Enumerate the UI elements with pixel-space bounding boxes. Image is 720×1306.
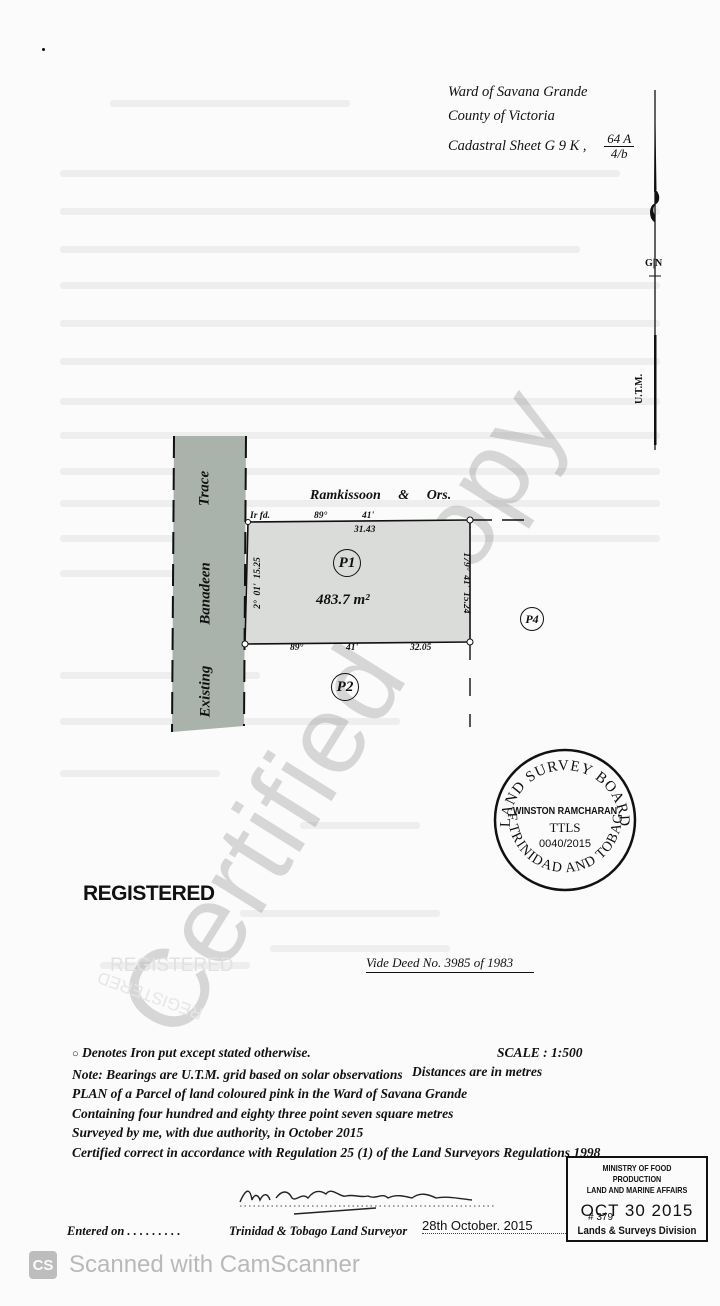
note-iron-pin-row: ○ Denotes Iron put except stated otherwi… <box>72 1043 600 1065</box>
note-iron-pin: Denotes Iron put except stated otherwise… <box>82 1045 311 1060</box>
bottom-bearing-degrees: 89° <box>290 643 304 653</box>
ministry-stamp-division: Lands & Surveys Division <box>577 1225 697 1237</box>
note-containing: Containing four hundred and eighty three… <box>72 1105 454 1121</box>
note-bearings: Note: Bearings are U.T.M. grid based on … <box>72 1066 403 1082</box>
note-certified: Certified correct in accordance with Reg… <box>72 1144 601 1160</box>
scale-label: SCALE : 1:500 <box>497 1045 583 1060</box>
county-name: County of Victoria <box>448 108 555 124</box>
notes-block: ○ Denotes Iron put except stated otherwi… <box>72 1043 600 1162</box>
seal-surveyor-name: WINSTON RAMCHARAN <box>512 806 618 817</box>
top-bearing-degrees: 89° <box>314 511 328 521</box>
speck <box>42 48 45 51</box>
seal-title: TTLS <box>549 820 581 835</box>
bottom-distance: 32.05 <box>410 643 432 653</box>
location-header: Ward of Savana Grande County of Victoria… <box>448 84 635 161</box>
road-label-banadeen: Banadeen <box>197 562 214 625</box>
cadastral-sheet: Cadastral Sheet G 9 K , 64 A 4/b <box>448 132 635 161</box>
entered-on-label: Entered on . . . . . . . . . <box>67 1224 181 1238</box>
top-distance: 31.43 <box>354 525 376 535</box>
surveyor-signature <box>236 1180 496 1216</box>
left-boundary-bearing: 2° 01' 15.25 <box>253 557 263 609</box>
road-label-existing: Existing <box>197 665 214 718</box>
vide-deed: Vide Deed No. 3985 of 1983 <box>366 955 534 973</box>
camscanner-text: Scanned with CamScanner <box>69 1251 360 1278</box>
seal-licence-number: 0040/2015 <box>539 838 591 850</box>
road-label-trace: Trace <box>196 470 213 507</box>
ward-name: Ward of Savana Grande <box>448 84 588 100</box>
ministry-line-1: MINISTRY OF FOOD PRODUCTION <box>602 1163 672 1184</box>
north-arrow-icon <box>640 90 670 450</box>
parcel-p2-label: P2 <box>331 673 359 701</box>
bottom-bearing-minutes: 41' <box>346 643 359 653</box>
parcel-plan-lines <box>240 512 540 742</box>
parcel-p4-label: P4 <box>520 607 544 631</box>
registered-stamp: REGISTERED <box>83 882 215 905</box>
note-plan: PLAN of a Parcel of land coloured pink i… <box>72 1086 468 1101</box>
camscanner-badge: CS Scanned with CamScanner <box>29 1251 360 1279</box>
ministry-line-2: LAND AND MARINE AFFAIRS <box>586 1185 688 1195</box>
existing-banadeen-trace-road <box>168 434 248 734</box>
parcel-area: 483.7 m² <box>316 592 370 608</box>
ministry-stamp: MINISTRY OF FOOD PRODUCTION LAND AND MAR… <box>566 1156 708 1242</box>
sheet-fraction: 64 A 4/b <box>604 132 635 161</box>
note-surveyed: Surveyed by me, with due authority, in O… <box>72 1125 364 1140</box>
utm-label: U.T.M. <box>634 373 645 404</box>
distances-note: Distances are in metres <box>412 1064 543 1079</box>
neighbour-ramkissoon: Ramkissoon & Ors. <box>310 488 452 503</box>
land-surveyor-label: Trinidad & Tobago Land Surveyor <box>229 1224 408 1238</box>
iron-found-label: Ir fd. <box>250 511 271 521</box>
ministry-stamp-ref: # 379 <box>588 1212 614 1223</box>
cadastral-prefix: Cadastral Sheet G 9 K , <box>448 137 587 154</box>
camscanner-logo-icon: CS <box>29 1251 57 1279</box>
parcel-p1-label: P1 <box>333 549 361 577</box>
registered-stamp-faded: REGISTERED <box>110 955 234 976</box>
ministry-stamp-date: OCT 30 2015 <box>580 1201 694 1220</box>
sheet-numerator: 64 A <box>604 132 635 147</box>
sheet-denominator: 4/b <box>610 146 628 161</box>
grid-north-label: G|N <box>645 258 663 269</box>
land-survey-board-seal: LAND SURVEY BOARD OF TRINIDAD AND TOBAGO <box>484 734 640 895</box>
iron-pin-symbol-icon: ○ <box>72 1048 79 1060</box>
right-boundary-bearing: 179° 41' 15.24 <box>461 552 471 614</box>
handwritten-date: 28th October. 2015 <box>422 1218 572 1234</box>
top-bearing-minutes: 41' <box>362 511 375 521</box>
